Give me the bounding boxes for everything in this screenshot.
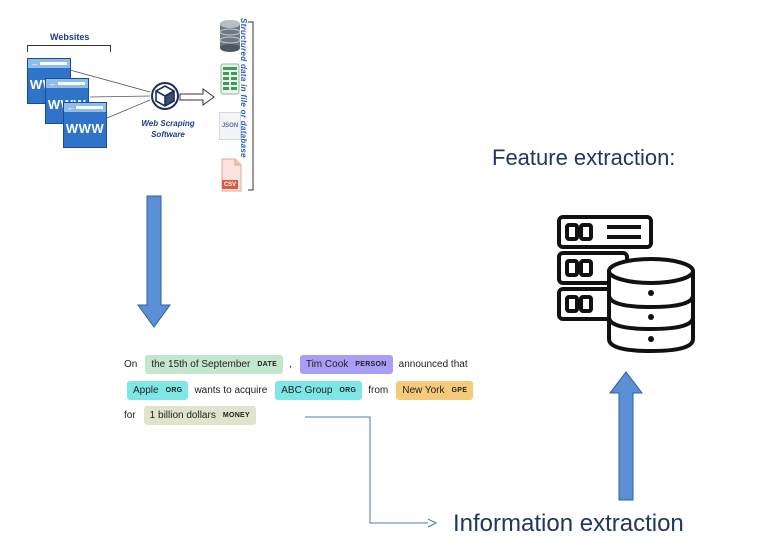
csv-file-icon <box>221 158 242 192</box>
websites-bracket <box>27 45 111 52</box>
ner-word: for <box>124 409 136 421</box>
connector-line-2 <box>89 95 151 98</box>
files-bracket <box>248 21 254 191</box>
server-database-icon <box>557 215 695 353</box>
entity-gpe: New York GPE <box>396 380 474 400</box>
websites-label: Websites <box>50 32 90 42</box>
ner-word: from <box>368 384 389 396</box>
ner-line-1: On the 15th of September DATE , Tim Cook… <box>124 354 476 374</box>
ner-line-2: Apple ORG wants to acquire ABC Group ORG… <box>127 380 479 400</box>
entity-org: Apple ORG <box>127 380 189 400</box>
feature-extraction-title: Feature extraction: <box>492 145 676 170</box>
website-icon-3: ← WWW <box>63 102 107 148</box>
entity-type-person: PERSON <box>355 360 387 368</box>
ner-line-3: for 1 billion dollars MONEY <box>124 405 262 425</box>
up-arrow <box>608 371 644 501</box>
ner-to-info-connector <box>305 416 428 524</box>
entity-org: ABC Group ORG <box>275 380 363 400</box>
web-scraping-software-label: Web Scraping Software <box>141 119 195 139</box>
spreadsheet-icon <box>220 63 240 95</box>
entity-person: Tim Cook PERSON <box>299 354 393 374</box>
entity-type-money: MONEY <box>222 411 250 419</box>
database-icon <box>219 20 241 52</box>
connector-line-3 <box>106 99 151 119</box>
entity-type-date: DATE <box>257 360 278 368</box>
connector-arrowhead <box>427 518 438 528</box>
down-arrow <box>137 195 171 328</box>
csv-label: CSV <box>223 182 237 188</box>
web-scraping-software-icon <box>151 82 179 110</box>
entity-type-org: ORG <box>339 386 357 394</box>
json-file-icon: JSON <box>219 112 241 140</box>
www-text: WWW <box>65 121 105 136</box>
entity-type-org: ORG <box>165 386 183 394</box>
entity-money: 1 billion dollars MONEY <box>143 405 256 425</box>
entity-date: the 15th of September DATE <box>145 354 284 374</box>
ner-word: wants to acquire <box>194 384 268 396</box>
scraping-output-arrow <box>179 88 215 106</box>
ner-word: , <box>289 358 292 370</box>
information-extraction-title: Information extraction <box>453 510 684 537</box>
entity-type-gpe: GPE <box>451 386 468 394</box>
connector-line-1 <box>69 69 151 93</box>
ner-word: announced that <box>398 358 468 370</box>
ner-word: On <box>124 358 138 370</box>
